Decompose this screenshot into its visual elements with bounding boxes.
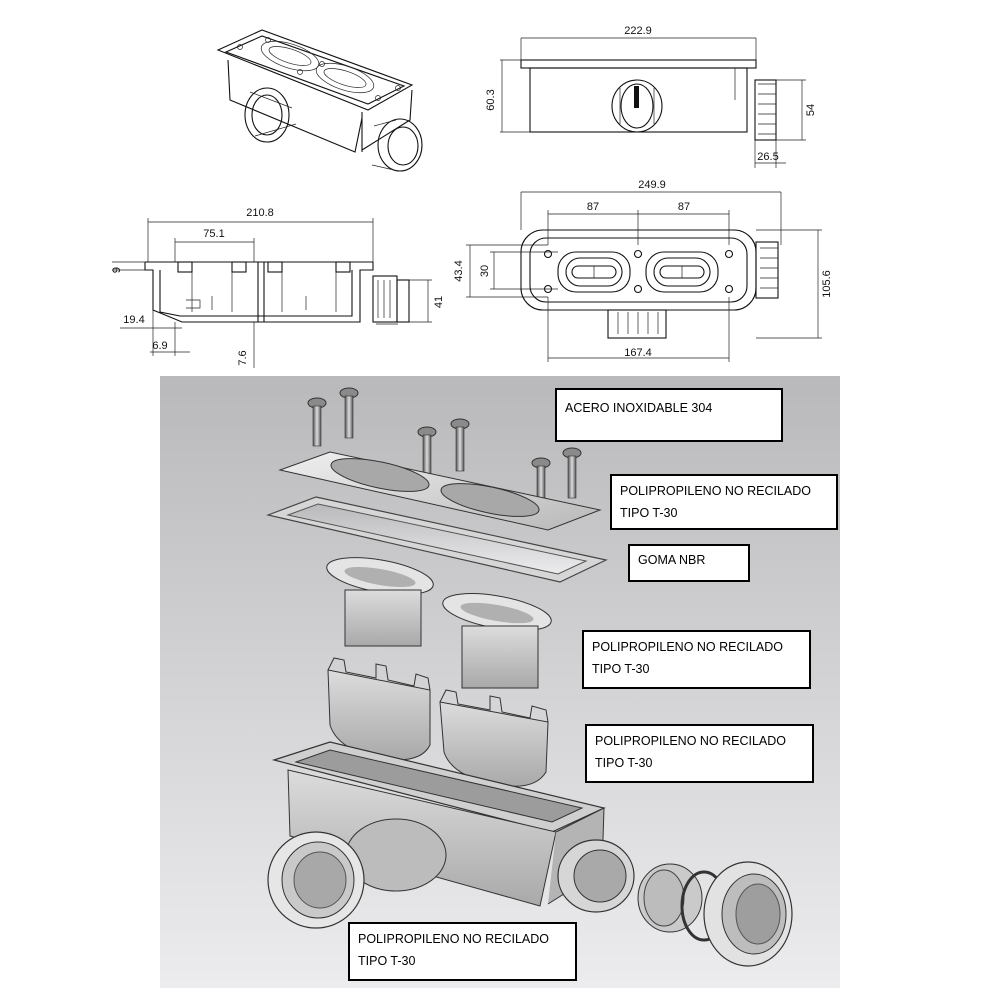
label-line: GOMA NBR — [638, 553, 706, 567]
right-pipe — [557, 839, 635, 913]
label-polypropylene-cup: POLIPROPILENO NO RECILADO TIPO T-30 — [585, 724, 814, 783]
plan-view — [466, 191, 822, 362]
label-line: POLIPROPILENO NO RECILADO — [620, 484, 812, 498]
stainless-plate — [278, 451, 602, 531]
label-polypropylene-sleeve: POLIPROPILENO NO RECILADO TIPO T-30 — [582, 630, 811, 689]
dim-plan-right-spacing: 87 — [678, 201, 690, 213]
label-line: POLIPROPILENO NO RECILADO — [592, 640, 784, 654]
label-line: TIPO T-30 — [592, 662, 650, 676]
loose-fittings — [637, 861, 793, 967]
side-elevation — [500, 37, 806, 168]
label-polypropylene-body: POLIPROPILENO NO RECILADO TIPO T-30 — [348, 922, 577, 981]
label-line: POLIPROPILENO NO RECILADO — [595, 734, 787, 748]
cups — [327, 657, 549, 787]
screws — [307, 387, 582, 513]
dim-top-side-width: 26.5 — [757, 151, 778, 163]
label-line: POLIPROPILENO NO RECILADO — [358, 932, 550, 946]
dim-plan-inner-height: 30 — [479, 265, 491, 277]
dim-top-side-height: 54 — [805, 104, 817, 116]
label-line: ACERO INOXIDABLE 304 — [565, 401, 713, 415]
label-nbr-rubber: GOMA NBR — [628, 544, 750, 582]
dim-section-rim: 9 — [111, 267, 123, 273]
dim-plan-total-height: 105.6 — [821, 270, 833, 298]
label-stainless-steel: ACERO INOXIDABLE 304 — [555, 388, 783, 442]
dim-plan-left-spacing: 87 — [587, 201, 599, 213]
dim-top-width: 222.9 — [624, 25, 652, 37]
dim-section-width: 210.8 — [246, 207, 274, 219]
iso-view — [216, 29, 423, 172]
label-polypropylene-plate: POLIPROPILENO NO RECILADO TIPO T-30 — [610, 474, 838, 530]
sleeves — [326, 557, 552, 689]
label-line: TIPO T-30 — [620, 506, 678, 520]
dim-plan-bottom-width: 167.4 — [624, 347, 652, 359]
dim-section-height: 41 — [433, 296, 445, 308]
dim-section-offset: 6.9 — [152, 340, 167, 352]
section-view — [112, 218, 432, 368]
gasket — [265, 496, 608, 583]
dim-section-inner-width: 75.1 — [203, 228, 224, 240]
dim-section-wall: 7.6 — [237, 350, 249, 365]
dim-plan-width: 249.9 — [638, 179, 666, 191]
label-line: TIPO T-30 — [358, 954, 416, 968]
label-line: TIPO T-30 — [595, 756, 653, 770]
left-coupling — [267, 818, 447, 929]
dim-section-base: 19.4 — [123, 314, 144, 326]
dim-top-height: 60.3 — [485, 89, 497, 110]
dim-plan-outer-height: 43.4 — [453, 260, 465, 281]
